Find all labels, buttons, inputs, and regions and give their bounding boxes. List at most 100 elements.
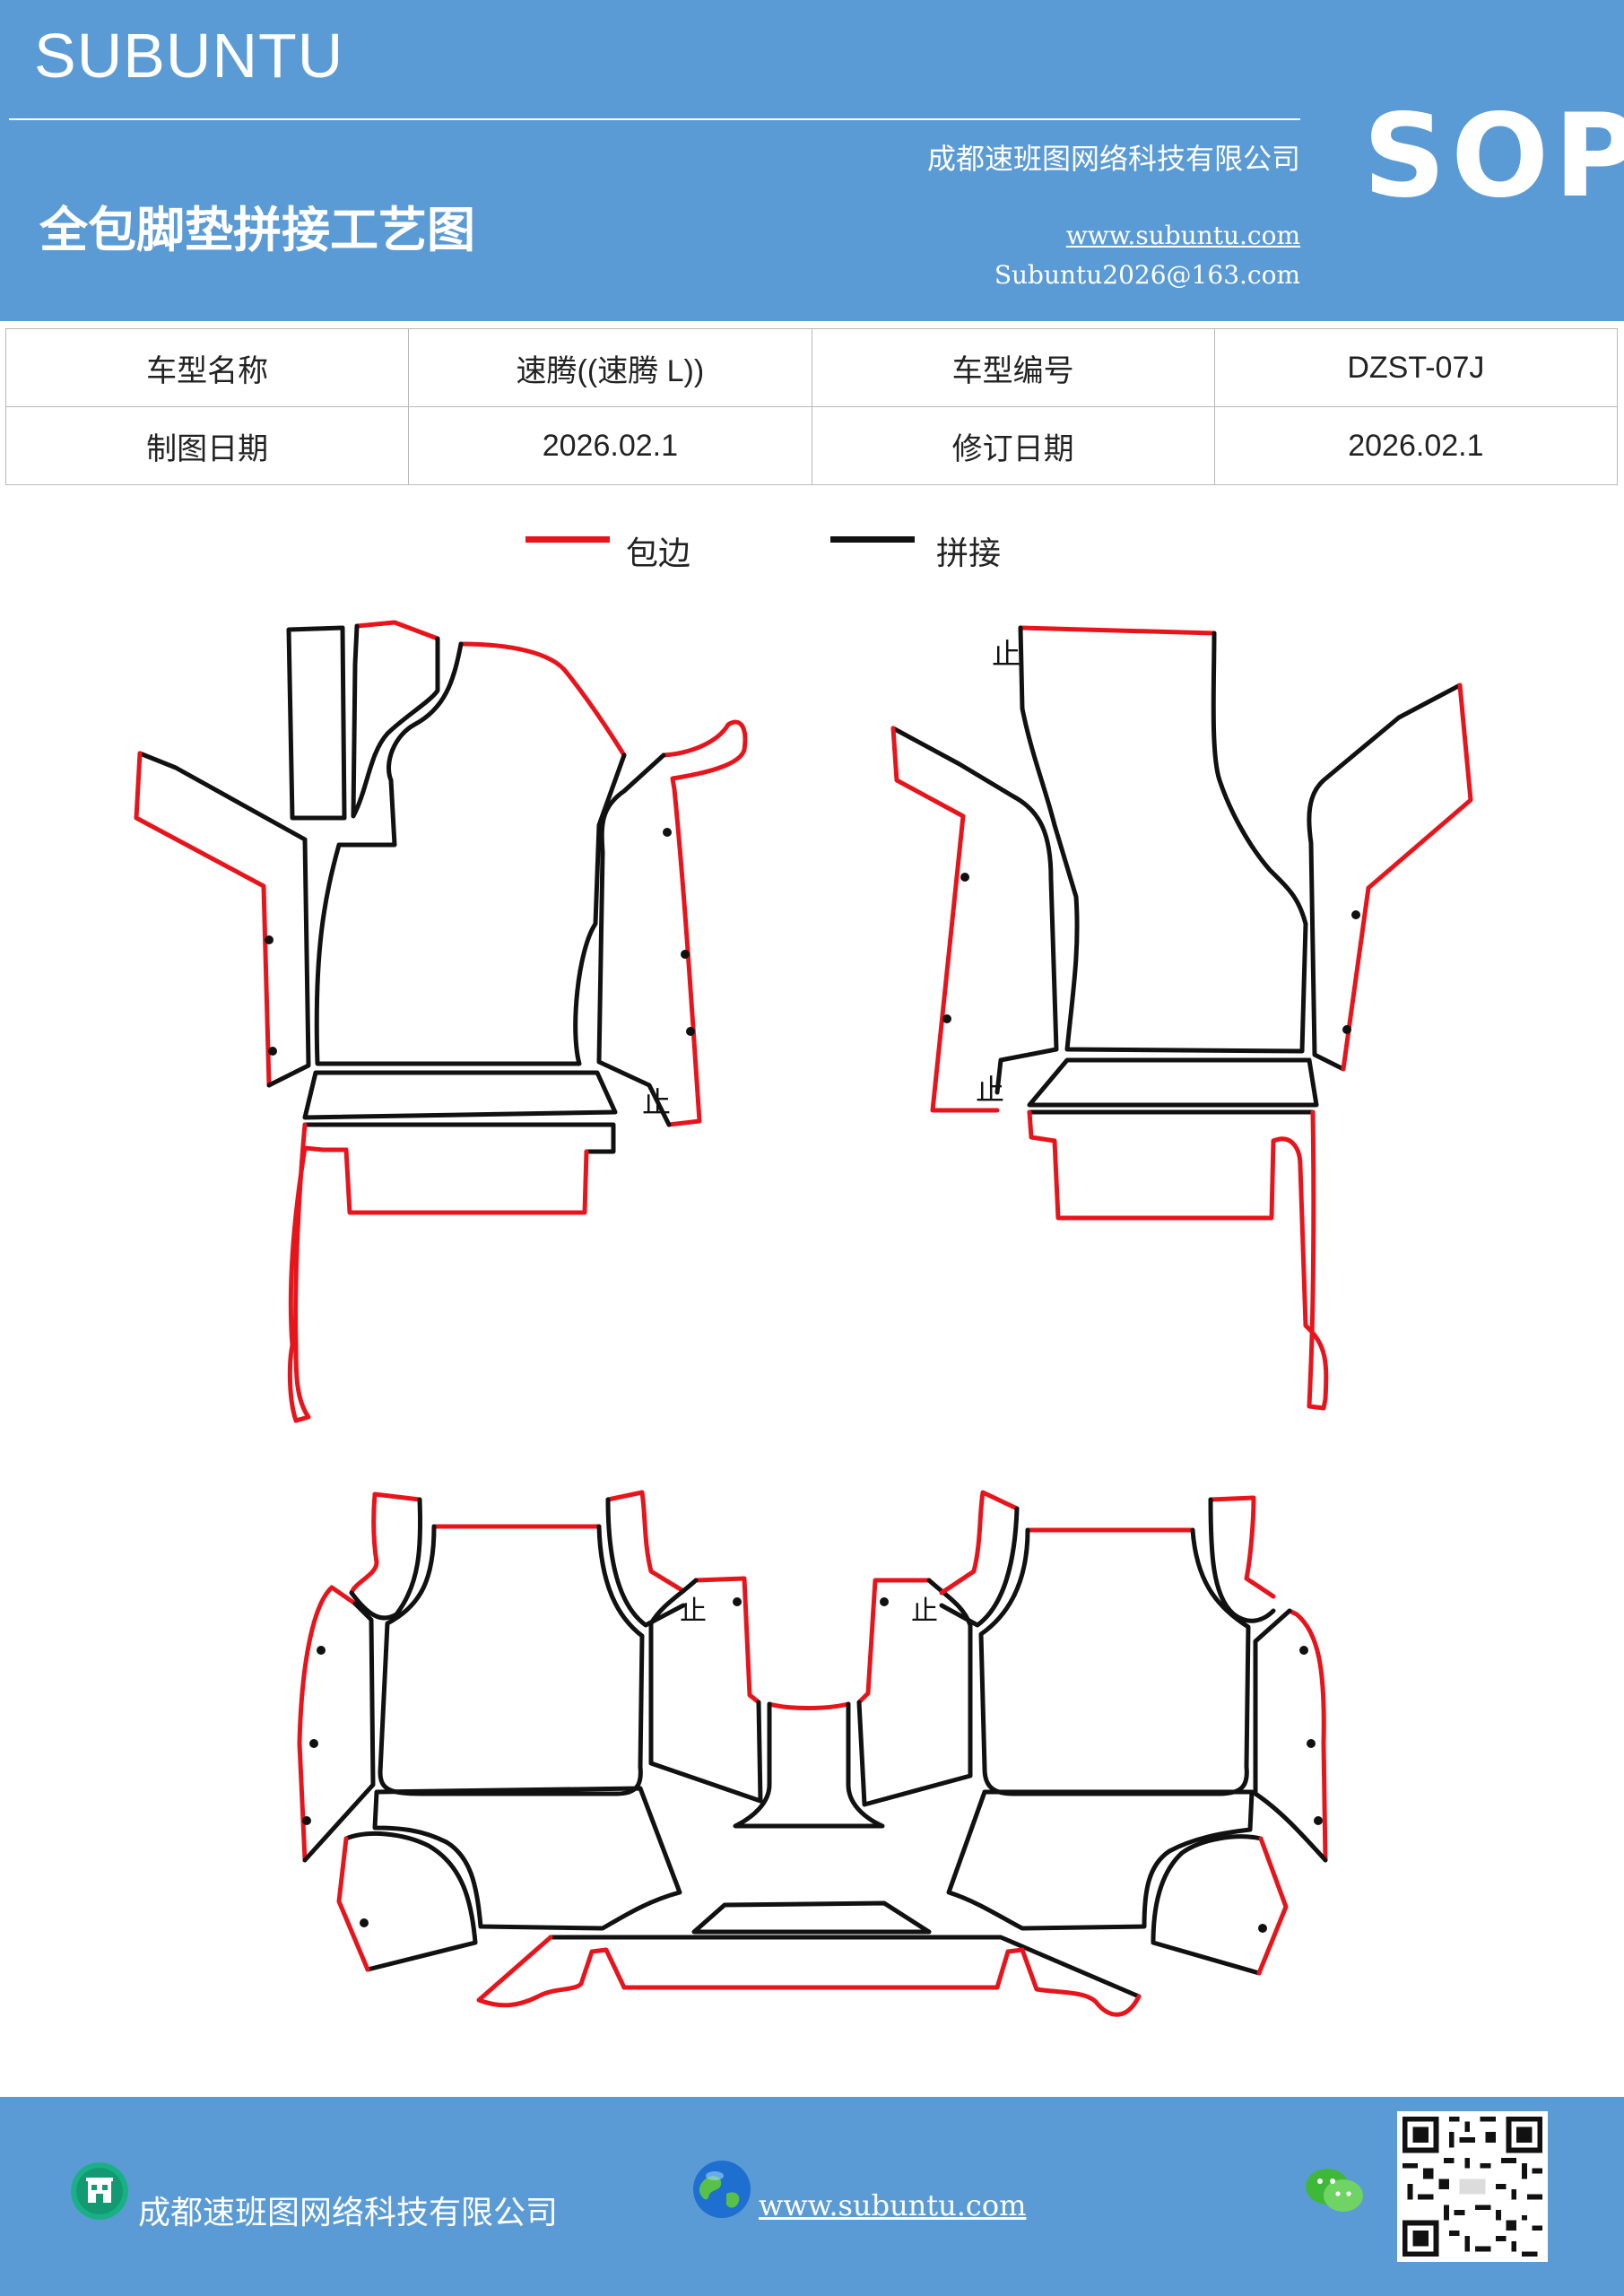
email-address: Subuntu2026@163.com (994, 260, 1300, 290)
front-right-mat-group: 止 止 (890, 625, 1473, 1411)
mat-piece (302, 1122, 616, 1154)
fixing-hole (360, 1918, 369, 1927)
mat-piece (476, 1935, 1142, 2017)
page-title: 全包脚垫拼接工艺图 (39, 202, 475, 258)
globe-icon (693, 2161, 751, 2218)
floor-mat-diagram: 止 止 止 (134, 620, 1473, 2017)
footer (0, 2097, 1624, 2296)
mat-piece (343, 1831, 478, 1972)
vehicle-info-table: 车型名称 速腾((速腾 L)) 车型编号 DZST-07J 制图日期 2026.… (4, 328, 1619, 485)
wechat-icon (1306, 2169, 1363, 2212)
legend-splice-label: 拼接 (936, 535, 1002, 572)
model-name-label: 车型名称 (4, 328, 410, 407)
fixing-hole (1307, 1739, 1316, 1748)
draw-date-label: 制图日期 (4, 406, 410, 485)
mat-piece (1018, 625, 1308, 1054)
fixing-hole (942, 1014, 951, 1023)
mat-piece (372, 1786, 682, 1931)
legend-edge-label: 包边 (626, 535, 691, 572)
mat-piece (1151, 1834, 1264, 1976)
website-link[interactable]: www.subuntu.com (1065, 221, 1300, 250)
stop-mark: 止 (976, 1073, 1004, 1107)
mat-piece (856, 1578, 973, 1807)
mat-piece (605, 1490, 686, 1594)
footer-website-link[interactable]: www.subuntu.com (759, 2188, 1027, 2222)
mat-piece (1341, 683, 1473, 1072)
mat-piece (548, 1935, 1142, 1999)
stop-mark: 止 (992, 637, 1020, 671)
mat-piece (336, 1836, 370, 1972)
brand-logo: SUBUNTU (34, 21, 344, 91)
table-row: 制图日期 2026.02.1 修订日期 2026.02.1 (4, 406, 1619, 485)
mat-piece (287, 1122, 589, 1423)
mat-piece (1208, 1495, 1276, 1599)
header-divider (9, 118, 1300, 120)
fixing-hole (265, 935, 274, 944)
fixing-hole (317, 1646, 326, 1655)
mat-piece (1027, 1057, 1319, 1108)
fixing-hole (1342, 1025, 1351, 1034)
company-name: 成都速班图网络科技有限公司 (926, 142, 1300, 176)
mat-piece (691, 1900, 932, 1935)
mat-piece (297, 1585, 358, 1863)
mat-piece (302, 1601, 376, 1863)
mat-piece (354, 620, 440, 641)
mat-piece (134, 751, 272, 1088)
mat-piece (693, 1576, 761, 1705)
fixing-hole (1258, 1924, 1267, 1933)
mat-piece (605, 1497, 686, 1628)
mat-piece (648, 1578, 763, 1804)
mat-piece (351, 623, 440, 819)
fixing-hole (1314, 1816, 1323, 1825)
mat-piece (302, 1070, 618, 1120)
mat-piece (1307, 683, 1463, 1072)
fixing-hole (268, 1047, 277, 1056)
mat-piece (1027, 1109, 1329, 1411)
front-left-mat-group: 止 (134, 620, 748, 1423)
sop-badge: SOP (1363, 90, 1624, 223)
mat-piece (1018, 625, 1217, 636)
mat-piece (939, 1490, 1020, 1596)
mat-piece (890, 726, 1000, 1113)
fixing-hole (309, 1739, 318, 1748)
mat-piece (661, 719, 748, 1127)
revise-date-label: 修订日期 (811, 406, 1215, 485)
qr-code[interactable] (1397, 2111, 1548, 2262)
fixing-hole (1299, 1646, 1308, 1655)
mat-piece (1253, 1608, 1328, 1863)
model-code-label: 车型编号 (811, 328, 1215, 407)
mat-piece (733, 1701, 885, 1829)
building-icon (71, 2162, 128, 2220)
mat-piece (314, 641, 627, 1066)
model-name-value: 速腾((速腾 L)) (408, 328, 812, 407)
footer-company-name: 成都速班图网络科技有限公司 (138, 2195, 559, 2231)
mat-piece (1256, 1836, 1289, 1976)
fixing-hole (302, 1816, 311, 1825)
fixing-hole (1351, 910, 1360, 919)
stop-mark: 止 (642, 1085, 671, 1119)
header: SUBUNTU SOP 成都速班图网络科技有限公司 全包脚垫拼接工艺图 www.… (0, 0, 1624, 321)
mat-piece (378, 1524, 645, 1796)
mat-piece (1287, 1608, 1328, 1863)
fixing-hole (686, 1027, 695, 1036)
stop-mark: 止 (911, 1596, 938, 1627)
mat-piece (767, 1701, 851, 1710)
fixing-hole (880, 1597, 889, 1606)
mat-piece (458, 641, 627, 758)
fixing-hole (681, 950, 690, 959)
fixing-hole (663, 828, 672, 837)
model-code-value: DZST-07J (1213, 328, 1619, 407)
fixing-hole (960, 873, 969, 882)
mat-piece (137, 751, 308, 842)
revise-date-value: 2026.02.1 (1213, 406, 1619, 485)
mat-piece (349, 1497, 423, 1621)
legend-edge-swatch (525, 536, 610, 543)
mat-piece (890, 726, 1059, 1095)
rear-mat-group: 止 止 (297, 1490, 1328, 2017)
legend-splice-swatch (830, 536, 915, 543)
mat-piece (978, 1527, 1251, 1796)
mat-piece (939, 1506, 1020, 1628)
mat-piece (946, 1789, 1255, 1931)
draw-date-value: 2026.02.1 (408, 406, 812, 485)
mat-piece (266, 837, 311, 1088)
